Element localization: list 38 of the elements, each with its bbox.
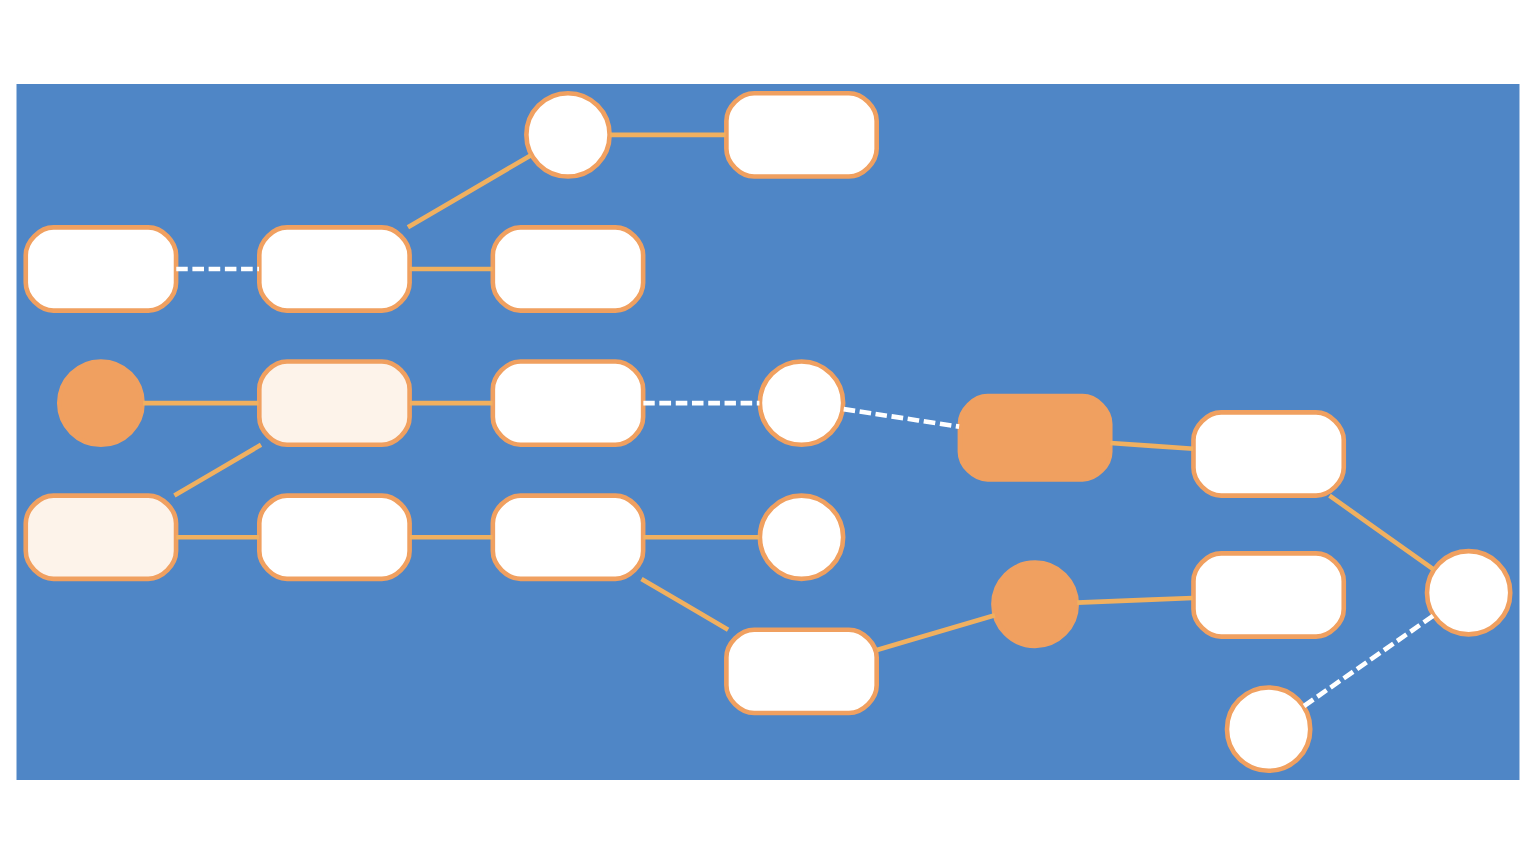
connector xyxy=(643,534,760,540)
node-circle xyxy=(1424,548,1513,637)
connector xyxy=(406,153,533,230)
node-box xyxy=(1191,410,1347,498)
node-circle xyxy=(991,560,1079,649)
node-circle xyxy=(1224,685,1313,774)
node-circle xyxy=(757,359,846,448)
node-circle xyxy=(757,493,846,582)
node-box xyxy=(257,493,412,582)
node-box xyxy=(23,493,179,582)
connector xyxy=(409,534,493,540)
connector xyxy=(1328,493,1436,572)
connector xyxy=(876,613,996,653)
node-box xyxy=(490,359,646,448)
connector xyxy=(176,534,259,540)
node-circle xyxy=(524,90,612,179)
node-box xyxy=(257,225,412,313)
connector xyxy=(173,442,263,498)
connector xyxy=(640,576,730,632)
connector xyxy=(176,266,259,272)
connector xyxy=(610,132,726,138)
node-circle xyxy=(56,359,145,448)
node-box xyxy=(490,225,646,313)
connector xyxy=(1077,595,1193,605)
connector xyxy=(1110,440,1194,452)
node-box xyxy=(724,90,879,179)
connector xyxy=(643,400,760,406)
connector xyxy=(409,266,493,272)
node-box xyxy=(257,359,412,448)
connector xyxy=(1302,613,1435,708)
connector xyxy=(143,400,259,406)
node-box xyxy=(23,225,179,313)
node-box xyxy=(957,393,1113,482)
node-box xyxy=(490,493,646,582)
connector xyxy=(409,400,493,406)
node-box xyxy=(724,627,879,716)
node-box xyxy=(1191,551,1347,639)
connector xyxy=(843,406,960,429)
